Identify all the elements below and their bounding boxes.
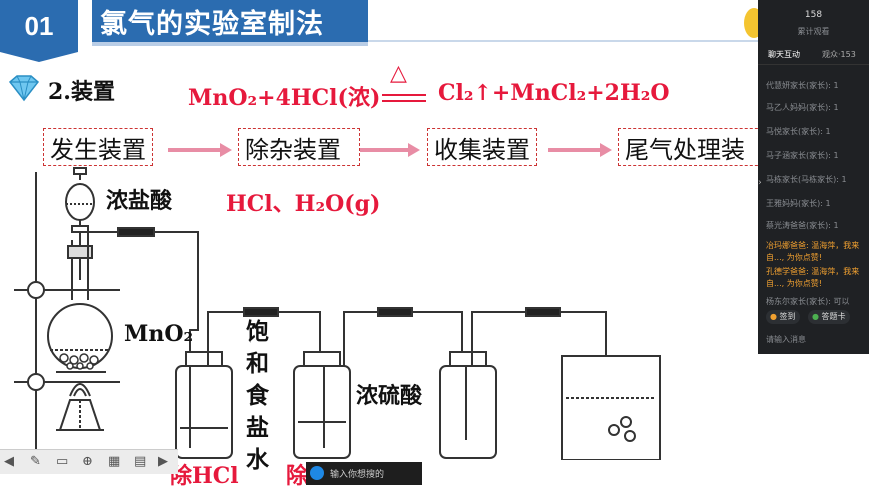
header-divider — [368, 40, 758, 42]
praise-message: 冶玛娜爸爸: 温海萍，我来自..., 为你点赞! — [766, 241, 860, 262]
label-remove-hcl: 除HCl — [170, 463, 239, 489]
panel-tabs: 聊天互动 观众·153 — [758, 44, 869, 65]
flow-arrow-1 — [168, 148, 222, 152]
chat-message: 马栋家长(马栋家长): 1 — [766, 175, 847, 184]
chat-icon[interactable]: ▤ — [134, 454, 147, 469]
chat-message: 杨东尔家长(家长): 可以 — [766, 297, 850, 306]
collapse-panel-icon[interactable]: › — [758, 178, 762, 188]
prev-icon[interactable]: ◀ — [4, 454, 14, 469]
viewer-count: 158 — [804, 10, 823, 20]
equals-line-top — [382, 94, 426, 96]
live-panel: 158 累计观看 聊天互动 观众·153 代慧妍家长(家长): 1 马乙人妈妈(… — [758, 0, 869, 354]
equals-line-bottom — [382, 100, 426, 102]
zoom-icon[interactable]: ⊕ — [82, 454, 93, 469]
flow-box-generation: 发生装置 — [43, 128, 153, 166]
flow-arrow-2 — [360, 148, 410, 152]
title-band — [92, 0, 368, 46]
flow-arrow-3 — [548, 148, 602, 152]
grid-icon[interactable]: ▦ — [108, 454, 121, 469]
chat-message: 马子涵家长(家长): 1 — [766, 151, 839, 160]
slide-number-tab: 01 — [0, 0, 78, 62]
flow-box-purification: 除杂装置 — [238, 128, 360, 166]
impurities-label: HCl、H₂O(g) — [226, 191, 381, 217]
flow-box-tail-gas: 尾气处理装 — [618, 128, 768, 166]
chat-message: 代慧妍家长(家长): 1 — [766, 81, 839, 90]
diamond-icon — [8, 75, 40, 102]
chat-input[interactable]: 请输入消息 — [766, 335, 806, 344]
checkin-button[interactable]: ● 签到 — [766, 310, 800, 324]
taskbar: 输入你想搜的 — [306, 462, 422, 485]
chat-message: 蔡光涛爸爸(家长): 1 — [766, 221, 839, 230]
apparatus-diagram — [14, 167, 661, 460]
tab-audience[interactable]: 观众·153 — [822, 50, 856, 59]
next-icon[interactable]: ▶ — [158, 454, 168, 469]
viewer-count-label: 累计观看 — [797, 27, 830, 36]
label-mno2: MnO₂ — [124, 321, 194, 347]
praise-message: 孔德学爸爸: 温海萍，我来自..., 为你点赞! — [766, 267, 860, 288]
heat-symbol: △ — [390, 61, 407, 86]
checkin-icon: ● — [770, 312, 777, 321]
pen-icon[interactable]: ✎ — [30, 454, 41, 469]
chat-message: 马乙人妈妈(家长): 1 — [766, 103, 839, 112]
taskbar-search-input[interactable]: 输入你想搜的 — [330, 470, 385, 480]
slide-number: 01 — [24, 10, 54, 41]
tab-chat[interactable]: 聊天互动 — [768, 50, 800, 59]
answer-card-button[interactable]: ● 答题卡 — [808, 310, 850, 324]
flow-arrow-head-1 — [220, 143, 232, 157]
slide-title: 氯气的实验室制法 — [100, 9, 324, 40]
browser-icon[interactable] — [310, 466, 324, 480]
answer-card-label: 答题卡 — [821, 312, 846, 321]
label-brine: 饱和食盐水 — [246, 318, 269, 473]
label-conc-h2so4: 浓硫酸 — [356, 383, 423, 409]
presentation-toolbar: ◀ ✎ ▭ ⊕ ▦ ▤ ▶ — [0, 449, 178, 474]
flow-arrow-head-2 — [408, 143, 420, 157]
eraser-icon[interactable]: ▭ — [56, 454, 69, 469]
flow-arrow-head-3 — [600, 143, 612, 157]
equation-left: MnO₂+4HCl(浓) — [188, 85, 381, 111]
chat-message: 王雅妈妈(家长): 1 — [766, 199, 831, 208]
chat-message: 马悦家长(家长): 1 — [766, 127, 831, 136]
flow-box-collection: 收集装置 — [427, 128, 537, 166]
equation-right: Cl₂↑+MnCl₂+2H₂O — [438, 80, 670, 106]
checkin-label: 签到 — [779, 312, 796, 321]
label-conc-hcl: 浓盐酸 — [106, 188, 173, 214]
answer-card-icon: ● — [812, 312, 819, 321]
label-remove-prefix: 除 — [286, 463, 309, 489]
section-label: 2.装置 — [48, 79, 115, 105]
